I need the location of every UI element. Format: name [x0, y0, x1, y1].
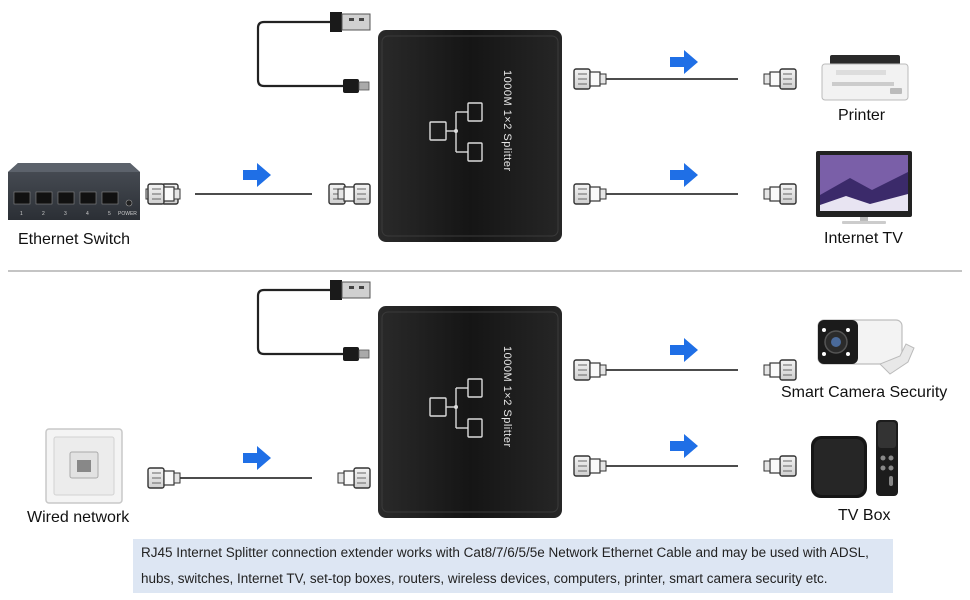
- rj45-plug-icon: [573, 68, 607, 90]
- tv-box-label: TV Box: [838, 507, 891, 524]
- usb-a-plug-icon: [330, 12, 371, 32]
- rj45-plug-icon: [764, 360, 796, 380]
- switch-port-label: 1: [20, 211, 23, 217]
- arrow-right-icon: [670, 50, 698, 74]
- micro-usb-plug-icon: [343, 347, 370, 361]
- rj45-plug-icon: [764, 184, 796, 204]
- description-caption: RJ45 Internet Splitter connection extend…: [133, 539, 893, 593]
- rj45-plug-icon: [764, 456, 796, 476]
- switch-port-label: 3: [64, 211, 67, 217]
- splitter-label-top: 1000M 1×2 Splitter: [501, 70, 513, 172]
- tv-icon: [816, 151, 912, 224]
- printer-icon: [821, 55, 909, 101]
- ethernet-switch-label: Ethernet Switch: [18, 231, 131, 248]
- rj45-plug-icon: [573, 455, 607, 477]
- rj45-plug-icon: [573, 183, 607, 205]
- ethernet-switch-icon: 1 2 3 4 5 POWER: [8, 163, 140, 220]
- usb-power-cable-top: [256, 20, 345, 88]
- arrow-right-icon: [670, 338, 698, 362]
- wired-network-label: Wired network: [27, 509, 130, 526]
- security-camera-icon: [817, 319, 915, 375]
- switch-port-label: POWER: [118, 211, 137, 217]
- rj45-plug-icon: [573, 359, 607, 381]
- internet-tv-label: Internet TV: [824, 230, 903, 247]
- micro-usb-plug-icon: [343, 79, 370, 93]
- input-ethernet-cable-top: [146, 183, 362, 205]
- splitter-device-top: 1000M 1×2 Splitter: [377, 29, 563, 243]
- arrow-right-icon: [243, 163, 271, 187]
- tv-box-icon: [811, 420, 898, 498]
- rj45-plug-icon: [147, 467, 181, 489]
- caption-line-2: hubs, switches, Internet TV, set-top box…: [141, 571, 828, 586]
- arrow-right-icon: [243, 446, 271, 470]
- splitter-device-bottom: 1000M 1×2 Splitter: [377, 305, 563, 519]
- arrow-right-icon: [670, 434, 698, 458]
- usb-a-plug-icon: [330, 280, 371, 300]
- switch-port-label: 5: [108, 211, 111, 217]
- arrow-right-icon: [670, 163, 698, 187]
- usb-power-cable-bottom: [256, 288, 345, 356]
- printer-label: Printer: [838, 107, 886, 124]
- switch-port-label: 4: [86, 211, 89, 217]
- rj45-plug-icon: [338, 468, 370, 488]
- wall-socket-icon: [45, 428, 123, 504]
- caption-line-1: RJ45 Internet Splitter connection extend…: [141, 545, 869, 560]
- splitter-label-bottom: 1000M 1×2 Splitter: [501, 346, 513, 448]
- smart-camera-label: Smart Camera Security: [781, 384, 948, 401]
- switch-port-label: 2: [42, 211, 45, 217]
- rj45-plug-icon: [764, 69, 796, 89]
